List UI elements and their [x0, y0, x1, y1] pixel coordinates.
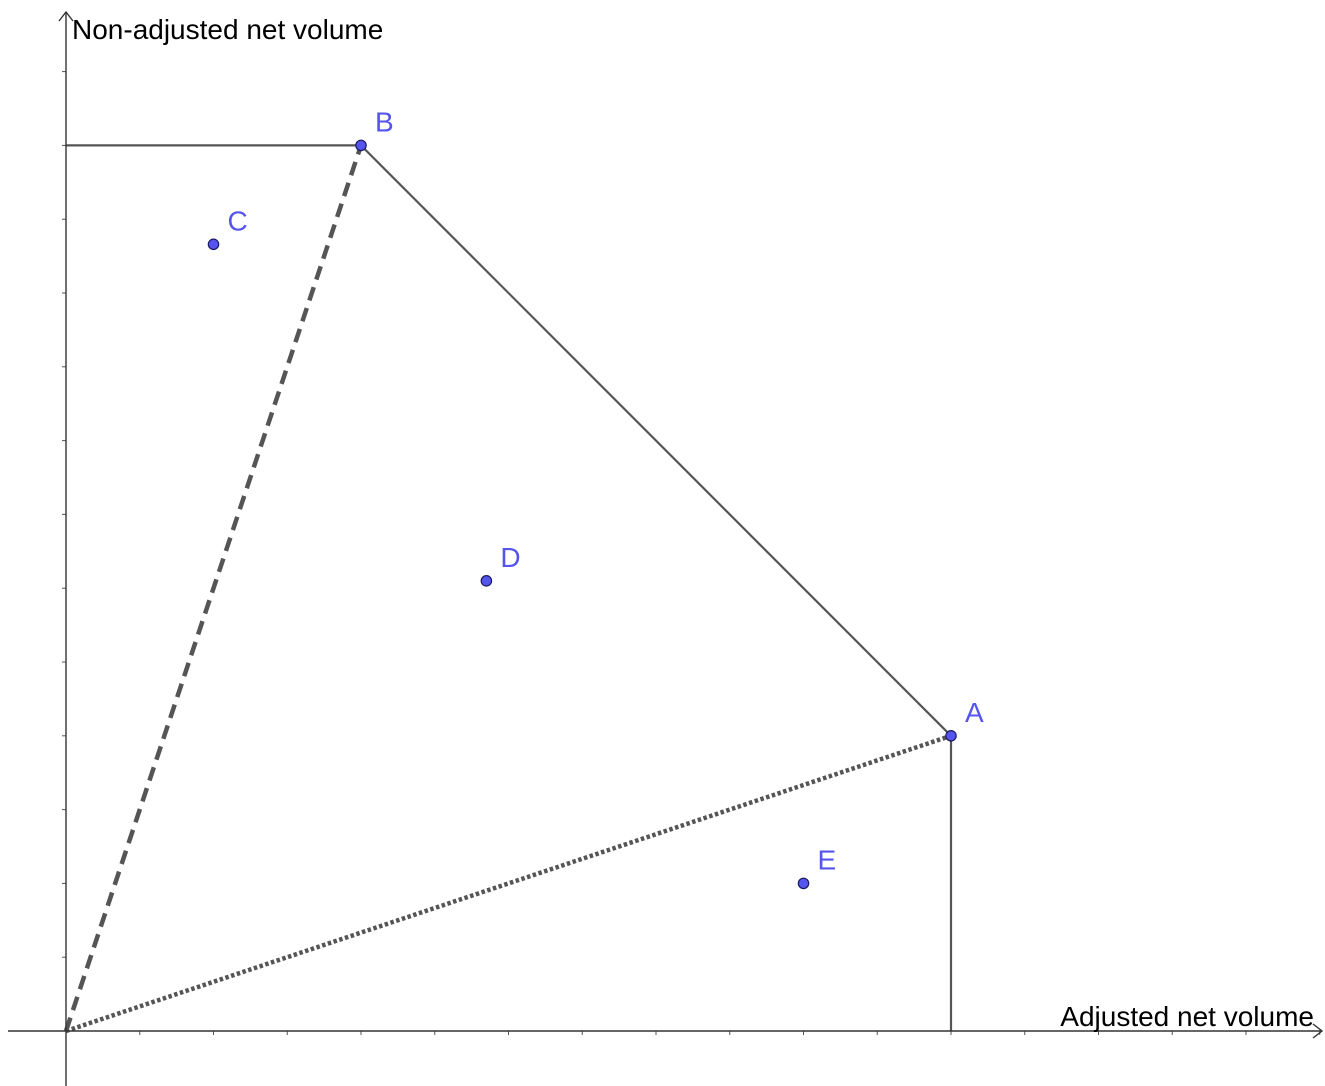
point-label-e: E [818, 844, 837, 875]
segment-origin-to-a [65, 733, 952, 1034]
point-label-c: C [228, 205, 248, 236]
point-e [797, 877, 810, 890]
diagram-points: A B C D E [207, 106, 984, 890]
diagram-segments [63, 144, 953, 1034]
point-c [207, 238, 220, 251]
x-axis-label: Adjusted net volume [1060, 1001, 1314, 1032]
axis-ticks [62, 71, 1321, 1035]
x-axis-arrow [1312, 1023, 1324, 1039]
point-a [945, 729, 957, 742]
point-label-d: D [500, 542, 520, 573]
point-d [480, 575, 493, 587]
y-axis-arrow [58, 10, 74, 22]
y-axis-label: Non-adjusted net volume [72, 14, 383, 45]
segment-b-to-a [360, 144, 952, 737]
point-b [355, 139, 367, 152]
segment-origin-to-b [63, 144, 364, 1032]
point-label-b: B [375, 106, 394, 137]
point-label-a: A [965, 697, 984, 728]
